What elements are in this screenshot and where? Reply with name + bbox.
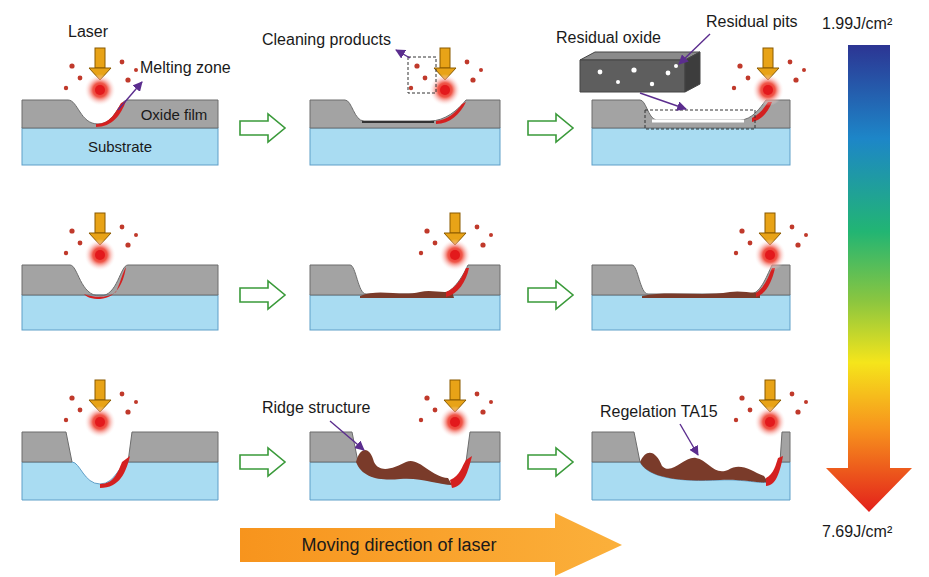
row-1-part — [674, 64, 678, 68]
callout-label: Cleaning products — [262, 30, 391, 49]
row-1-part — [650, 82, 654, 86]
row-3-part — [330, 421, 364, 450]
callout-label: Melting zone — [140, 58, 231, 77]
row-2-part — [528, 281, 573, 309]
row-1-part — [580, 60, 685, 92]
row-2 — [22, 213, 808, 330]
laser-label: Laser — [68, 22, 108, 41]
callout-label: Residual pits — [706, 12, 798, 31]
row-1-part — [652, 120, 744, 123]
row-1-part — [666, 71, 671, 76]
row-2-part — [419, 213, 493, 271]
row-3-part — [64, 380, 138, 438]
row-1-part — [396, 50, 410, 58]
fluence-value: 7.69J/cm² — [822, 522, 892, 541]
row-1-part — [685, 52, 700, 92]
callout-label: Ridge structure — [262, 398, 371, 417]
fluence-bar — [826, 45, 912, 512]
row-1 — [22, 34, 806, 165]
row-2-part — [240, 281, 285, 309]
row-3-part — [734, 380, 808, 438]
row-1-part — [118, 82, 142, 110]
row-3-part — [680, 424, 698, 455]
row-2-part — [64, 213, 138, 271]
row-1-part — [409, 48, 483, 106]
row-2-part — [22, 265, 218, 296]
row-1-part — [240, 114, 285, 142]
row-3-part — [240, 448, 285, 476]
row-1-part — [22, 100, 218, 128]
row-1-part — [645, 110, 755, 129]
substrate-layer: Substrate — [22, 128, 218, 165]
row-1-part — [408, 57, 436, 93]
row-1-part — [528, 114, 573, 142]
row-2-part — [734, 213, 808, 271]
row-3 — [22, 380, 808, 500]
row-3-part — [766, 456, 783, 486]
fluence-value: 1.99J/cm² — [822, 14, 892, 33]
row-2-part — [446, 268, 469, 297]
row-1-part — [598, 70, 603, 75]
row-2-part — [360, 291, 454, 298]
node-text: Oxide film — [141, 106, 208, 123]
row-3-part — [528, 448, 573, 476]
row-3-part — [100, 456, 130, 488]
row-3-part — [128, 432, 218, 462]
row-3-part — [592, 432, 640, 462]
row-1-part — [580, 52, 700, 60]
row-1-part — [679, 34, 710, 64]
callout-label: Residual oxide — [556, 28, 661, 47]
row-2-part — [22, 295, 218, 330]
row-1-part — [616, 80, 620, 84]
row-2-part — [310, 265, 500, 295]
row-1-part — [592, 128, 790, 165]
row-1-part — [310, 128, 500, 165]
row-2-part — [310, 295, 500, 330]
row-2-part — [592, 295, 790, 330]
direction-arrow — [240, 513, 622, 576]
node-text: Substrate — [88, 138, 152, 155]
direction-arrow-label: Moving direction of laser — [245, 529, 553, 561]
row-2-part — [642, 291, 760, 298]
callout-label: Regelation TA15 — [600, 402, 718, 421]
row-3-part — [450, 456, 472, 488]
row-2-part — [756, 268, 775, 297]
row-3-part — [22, 432, 72, 462]
row-1-part — [64, 48, 138, 106]
row-3-part — [310, 432, 358, 462]
row-1-part — [640, 93, 686, 109]
row-1-part — [310, 100, 500, 128]
row-1-part — [592, 100, 790, 128]
row-1-part — [732, 48, 806, 106]
row-1-part — [362, 121, 434, 123]
oxide-layer: Oxide film — [130, 100, 218, 128]
node-text: Moving direction of laser — [301, 535, 496, 556]
row-3-part — [356, 450, 452, 485]
row-3-part — [419, 380, 493, 438]
row-1-part — [22, 128, 218, 165]
row-2-part — [84, 267, 126, 299]
row-3-part — [640, 453, 768, 483]
row-1-part — [631, 67, 636, 72]
